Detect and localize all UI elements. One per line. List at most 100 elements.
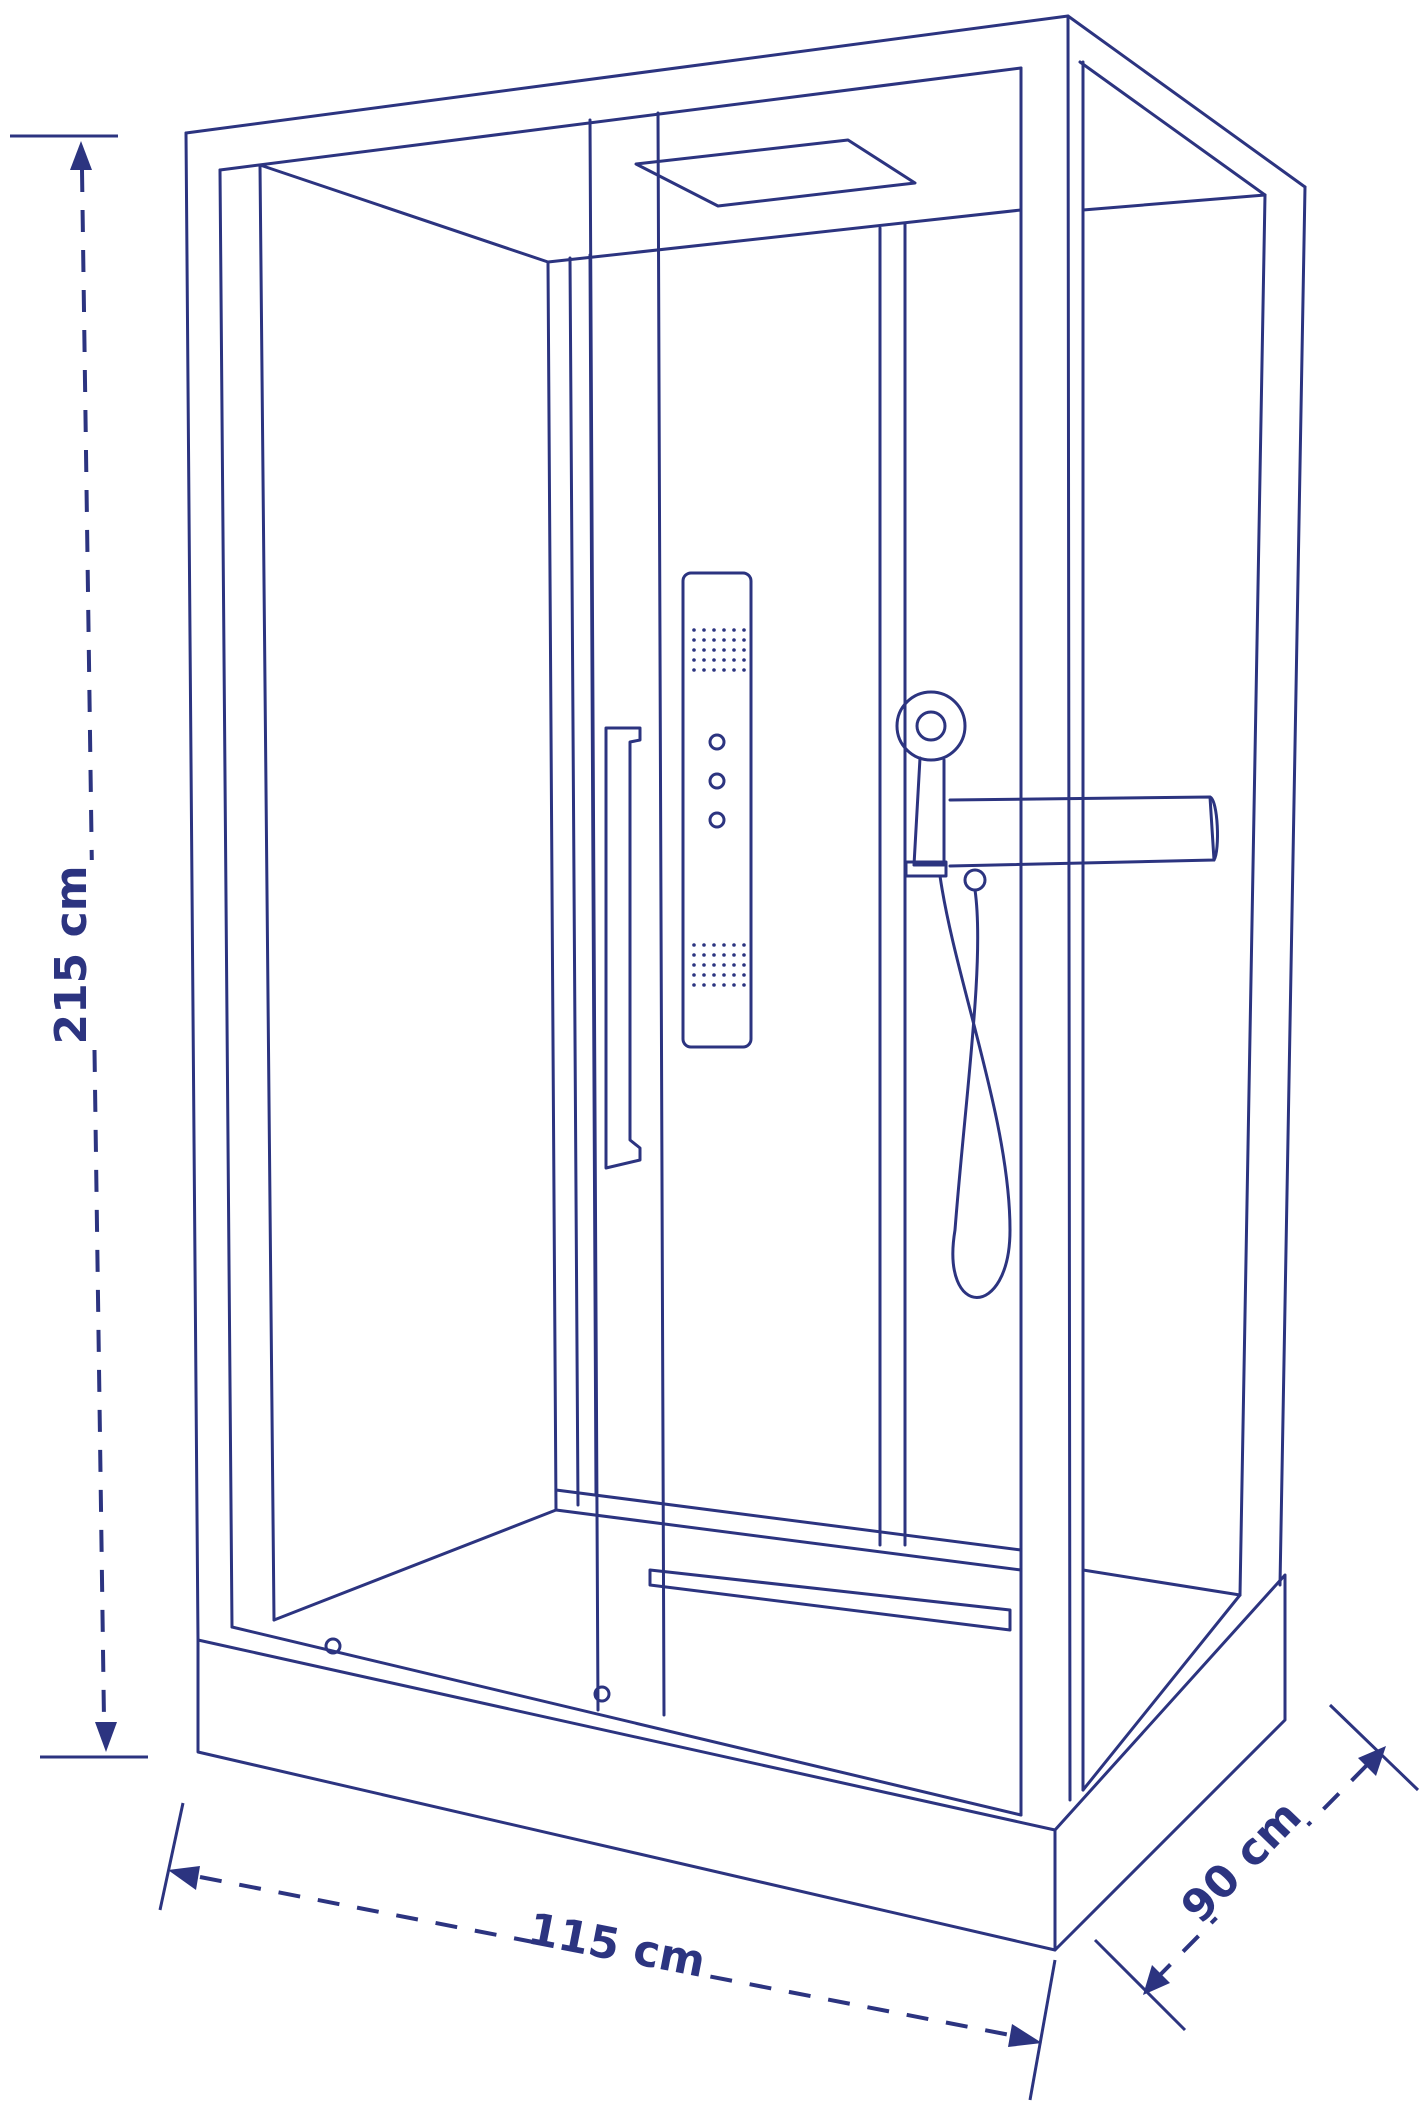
jet-nozzle bbox=[722, 668, 726, 672]
left-post-rear bbox=[258, 163, 276, 1622]
jet-nozzle bbox=[722, 658, 726, 662]
jet-nozzle bbox=[722, 628, 726, 632]
door-handle bbox=[604, 726, 642, 1170]
drain-channel bbox=[648, 1568, 1012, 1632]
jet-nozzle bbox=[742, 943, 746, 947]
jet-nozzle bbox=[712, 628, 716, 632]
tray-side-face bbox=[1053, 1573, 1287, 1952]
jet-nozzle bbox=[692, 628, 696, 632]
height-dimension: 215 cm bbox=[10, 134, 148, 1759]
rain-shower-head bbox=[634, 138, 917, 208]
jet-nozzle bbox=[722, 963, 726, 967]
jet-nozzle bbox=[742, 638, 746, 642]
massage-column-body bbox=[681, 571, 753, 1049]
cabin-frame bbox=[184, 14, 1307, 1817]
hose-connector bbox=[963, 868, 987, 892]
door-roller-right bbox=[593, 1685, 611, 1703]
jet-nozzle bbox=[742, 983, 746, 987]
jet-nozzle bbox=[692, 943, 696, 947]
jet-nozzle bbox=[702, 983, 706, 987]
height-label: 215 cm bbox=[46, 865, 97, 1044]
jet-nozzle bbox=[722, 638, 726, 642]
left-post-outer bbox=[184, 131, 200, 1642]
door-panel-edge-b bbox=[656, 111, 666, 1717]
width-tick-right bbox=[1028, 1959, 1057, 2101]
depth-dash-line bbox=[1158, 1763, 1369, 1977]
jet-nozzle bbox=[702, 953, 706, 957]
depth-arrow-bottom bbox=[1143, 1965, 1170, 1995]
jet-nozzle bbox=[732, 963, 736, 967]
roof-inner-edge bbox=[218, 66, 1023, 172]
jet-nozzle bbox=[702, 963, 706, 967]
left-post-inner bbox=[218, 168, 234, 1629]
control-knob-3 bbox=[708, 811, 726, 829]
jet-nozzle bbox=[722, 648, 726, 652]
jet-nozzle bbox=[692, 973, 696, 977]
jet-nozzle bbox=[702, 668, 706, 672]
jet-nozzle bbox=[712, 953, 716, 957]
jet-nozzle bbox=[742, 973, 746, 977]
jet-nozzle bbox=[732, 668, 736, 672]
jet-nozzle bbox=[722, 983, 726, 987]
jet-nozzle bbox=[722, 953, 726, 957]
height-label-bg bbox=[30, 860, 114, 1050]
jet-nozzle bbox=[712, 963, 716, 967]
hand-shower-grip bbox=[912, 756, 946, 867]
control-knob-2 bbox=[708, 772, 726, 790]
jet-nozzle bbox=[702, 648, 706, 652]
jet-nozzle bbox=[712, 973, 716, 977]
right-front-post-b bbox=[1066, 14, 1072, 1802]
depth-tick-bottom bbox=[1093, 1938, 1187, 2032]
jet-nozzle bbox=[712, 983, 716, 987]
door-panel-edge-a bbox=[588, 118, 600, 1712]
hand-shower-set bbox=[895, 690, 1219, 1299]
jet-nozzle bbox=[732, 973, 736, 977]
width-arrow-left bbox=[168, 1866, 200, 1890]
jet-nozzle bbox=[732, 658, 736, 662]
shelf-front bbox=[948, 795, 1216, 868]
jet-nozzle bbox=[742, 628, 746, 632]
massage-column bbox=[681, 571, 753, 1049]
jet-nozzle bbox=[712, 658, 716, 662]
jet-nozzle bbox=[722, 943, 726, 947]
jet-nozzle bbox=[732, 628, 736, 632]
door-roller-left bbox=[324, 1637, 342, 1655]
tray-front-face bbox=[196, 1638, 1057, 1952]
jet-nozzle bbox=[702, 973, 706, 977]
left-rear-post-b bbox=[568, 256, 580, 1507]
upper-jet-grid bbox=[692, 628, 746, 672]
width-label-bg bbox=[534, 1895, 706, 1995]
left-rear-post-a bbox=[546, 260, 558, 1512]
bottom-track-rear-b bbox=[554, 1488, 1023, 1552]
jet-nozzle bbox=[692, 648, 696, 652]
far-post-outer bbox=[1278, 185, 1307, 1587]
hand-shower-head-inner bbox=[915, 710, 947, 742]
shower-hose bbox=[938, 874, 1012, 1299]
jet-nozzle bbox=[742, 648, 746, 652]
jet-nozzle bbox=[712, 668, 716, 672]
shelf-end bbox=[1208, 795, 1219, 862]
jet-nozzle bbox=[692, 658, 696, 662]
jet-nozzle bbox=[742, 963, 746, 967]
width-tick-left bbox=[158, 1802, 185, 1911]
jet-nozzle bbox=[742, 658, 746, 662]
depth-arrow-top bbox=[1358, 1746, 1386, 1776]
jet-nozzle bbox=[692, 638, 696, 642]
jet-nozzle bbox=[722, 973, 726, 977]
top-back-edge-right bbox=[1081, 193, 1267, 212]
hand-shower-head bbox=[895, 690, 967, 762]
depth-dimension: 90 cm bbox=[1093, 1703, 1420, 2032]
jet-nozzle bbox=[692, 953, 696, 957]
bottom-track-right bbox=[1081, 1568, 1242, 1597]
jet-nozzle bbox=[712, 943, 716, 947]
jet-nozzle bbox=[732, 648, 736, 652]
bottom-track-rear bbox=[272, 1508, 1023, 1622]
lower-jet-grid bbox=[692, 943, 746, 987]
jet-nozzle bbox=[702, 638, 706, 642]
jet-nozzle bbox=[702, 658, 706, 662]
jet-nozzle bbox=[702, 628, 706, 632]
height-arrow-bottom bbox=[95, 1722, 117, 1752]
roof-right-inner-edge bbox=[1078, 60, 1267, 197]
